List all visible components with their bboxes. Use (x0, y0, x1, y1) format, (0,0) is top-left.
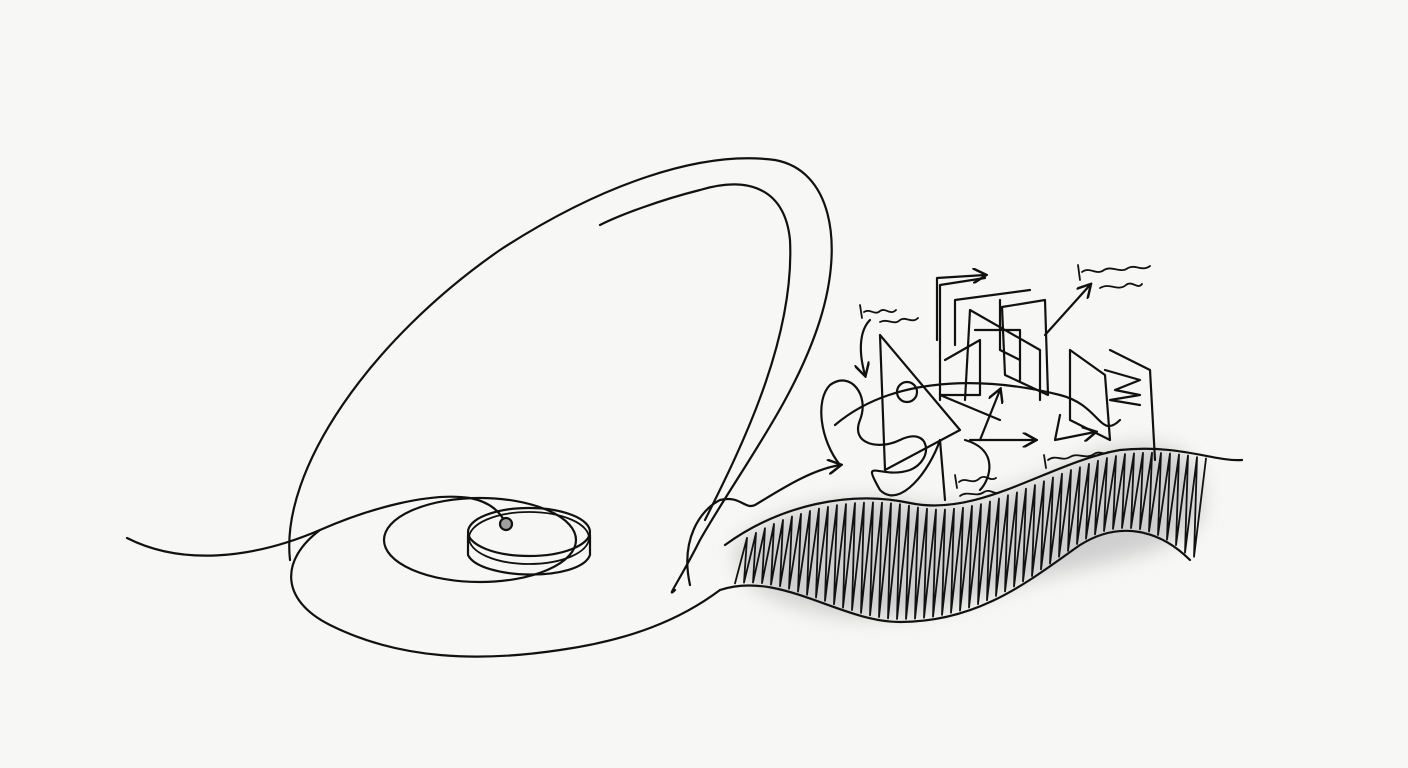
right-panel (1068, 348, 1157, 462)
terrain-bottom-edge (718, 529, 1192, 624)
hatch-strokes (734, 451, 1207, 620)
scribble-label-3 (1043, 451, 1109, 469)
center-dot (498, 516, 514, 532)
label-arrow (1043, 285, 1090, 337)
right-arrow (1053, 413, 1095, 440)
scribble-label-1 (859, 304, 919, 324)
stair-panel (938, 298, 1022, 422)
scribble-label-4 (954, 474, 1001, 497)
lower-loop-return (686, 465, 840, 587)
top-arrow (935, 275, 985, 342)
lead-in-line (125, 495, 507, 557)
terrain-hatching (734, 451, 1207, 620)
tall-frame (1000, 298, 1050, 397)
big-loop-arc (288, 157, 833, 594)
disc-side (466, 533, 592, 576)
disc-top (466, 506, 592, 558)
scribble-label-2 (1077, 264, 1151, 289)
outer-ring (382, 496, 578, 584)
inner-loop-arc (598, 183, 792, 522)
bottom-squiggle (938, 438, 991, 502)
diagonal-arrow (978, 390, 1000, 442)
triangle-shape (878, 333, 962, 472)
terrain-top-edge (723, 447, 1244, 547)
big-loop-outer (290, 528, 722, 658)
disc-rim (468, 511, 590, 565)
squiggle-loop (820, 379, 942, 497)
zigzag-panel (938, 276, 1042, 402)
left-label-arrow (861, 318, 872, 375)
machine-scribble (820, 264, 1157, 502)
